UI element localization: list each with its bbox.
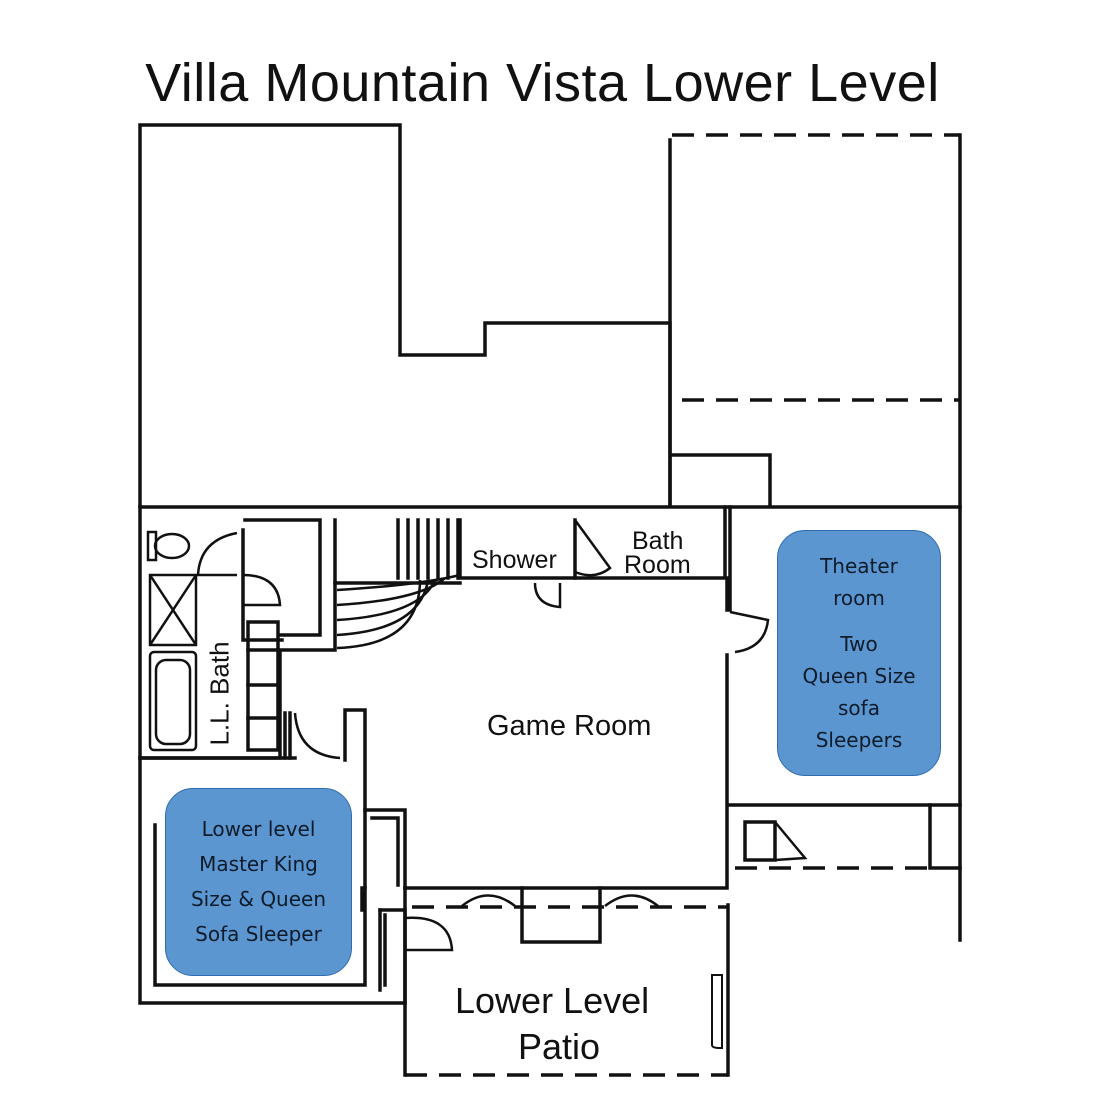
shower-label: Shower xyxy=(472,546,557,574)
theater-callout-line: room xyxy=(833,586,885,610)
master-closet xyxy=(363,808,407,890)
vanity xyxy=(246,620,280,752)
door-swing-patio-left xyxy=(461,894,516,907)
bath-room-label-line2: Room xyxy=(624,551,691,579)
door-swing-ll-bath xyxy=(196,531,238,577)
upper-left-block-wall xyxy=(138,123,672,507)
shower-wall xyxy=(458,518,577,580)
ll-bath-bottom-wall xyxy=(138,581,337,760)
game-room-label: Game Room xyxy=(487,710,652,742)
bathtub xyxy=(148,650,198,752)
patio-label-line1: Lower Level xyxy=(455,980,650,1021)
door-swing-theater xyxy=(729,610,770,654)
stair-treads xyxy=(396,518,460,580)
right-lower-storage xyxy=(743,820,777,862)
stair-arc-5 xyxy=(336,579,422,650)
theater-callout-line: sofa xyxy=(838,696,880,720)
theater-callout-line: Theater xyxy=(820,554,898,578)
game-room-left-wall xyxy=(343,708,367,890)
door-swing-master-closet xyxy=(404,916,454,952)
theater-callout-line: Two xyxy=(840,632,878,656)
ll-bath-inner-wall xyxy=(243,518,322,637)
door-swing-game-top xyxy=(533,582,562,609)
door-swing-storage xyxy=(774,821,808,862)
master-callout-line: Size & Queen xyxy=(190,887,327,911)
stair-arc-1 xyxy=(336,573,461,592)
page-title: Villa Mountain Vista Lower Level xyxy=(145,53,940,113)
shower-stall-x xyxy=(148,574,198,646)
door-swing-master xyxy=(293,712,341,760)
master-right-wall xyxy=(153,823,367,987)
bath-room-wall xyxy=(573,505,727,580)
corridor-wall xyxy=(283,711,292,760)
shower-stall xyxy=(148,573,198,647)
theater-room-callout: Theater room Two Queen Size sofa Sleeper… xyxy=(777,530,941,776)
bath-room-label-line1: Bath xyxy=(632,527,684,555)
ll-bath-closet xyxy=(241,528,284,642)
patio-label-line2: Patio xyxy=(518,1026,601,1067)
right-lower-wall xyxy=(928,803,962,870)
ll-bath-label: L.L. Bath xyxy=(204,641,235,746)
small-closet-wall xyxy=(670,453,772,507)
master-callout-line: Master King xyxy=(199,852,318,876)
toilet-bowl xyxy=(153,532,191,560)
theater-callout-line: Queen Size xyxy=(802,664,916,688)
vanity-div1 xyxy=(246,648,280,720)
theater-callout-line: Sleepers xyxy=(815,728,903,752)
door-swing-patio-right xyxy=(604,894,659,907)
stair-arc-4 xyxy=(336,579,430,637)
master-suite-callout: Lower level Master King Size & Queen Sof… xyxy=(165,788,352,976)
bathtub-inner xyxy=(154,658,192,746)
master-closet-lower xyxy=(378,908,387,992)
stair-arc-3 xyxy=(336,579,437,622)
stair-arc-2 xyxy=(336,577,446,607)
patio-rail xyxy=(711,974,723,1049)
door-swing-bath xyxy=(573,519,612,577)
left-outer-wall xyxy=(138,505,407,1005)
door-swing-ll-closet xyxy=(242,573,282,607)
master-callout-line: Lower level xyxy=(201,817,316,841)
hearth xyxy=(520,886,602,944)
master-callout-line: Sofa Sleeper xyxy=(195,922,322,946)
